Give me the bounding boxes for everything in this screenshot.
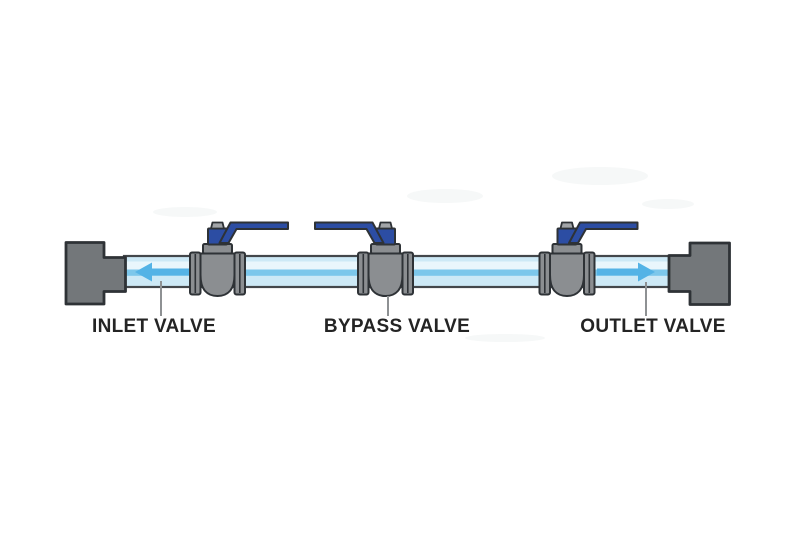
bypass-valve-label: BYPASS VALVE [324,316,470,337]
smudge [642,199,694,209]
valve-outlet [538,221,639,297]
valve-stem-nut [210,221,225,230]
smudge [552,167,648,185]
labels: INLET VALVE BYPASS VALVE OUTLET VALVE [92,316,725,337]
leader-lines [160,281,647,316]
smudge [153,207,217,217]
valve-handle [218,221,289,244]
valve-body [367,252,404,297]
inlet-valve-label: INLET VALVE [92,316,216,337]
flow-arrow-right [597,262,655,282]
smudge [465,334,545,342]
valve-bypass [314,221,414,297]
valve-inlet [189,221,289,297]
inlet-fitting [64,241,127,306]
valve-stem-nut [378,221,393,230]
valve-handle [568,221,639,244]
flow-arrows [135,262,655,282]
valve-body [549,252,585,297]
outlet-valve-label: OUTLET VALVE [580,316,725,337]
valve-body [199,252,236,297]
valve-handle [314,221,385,244]
background-smudges [153,167,694,342]
smudge [407,189,483,203]
outlet-fitting [667,241,731,306]
valve-stem-nut [559,221,575,230]
flow-arrow-left [135,262,193,282]
